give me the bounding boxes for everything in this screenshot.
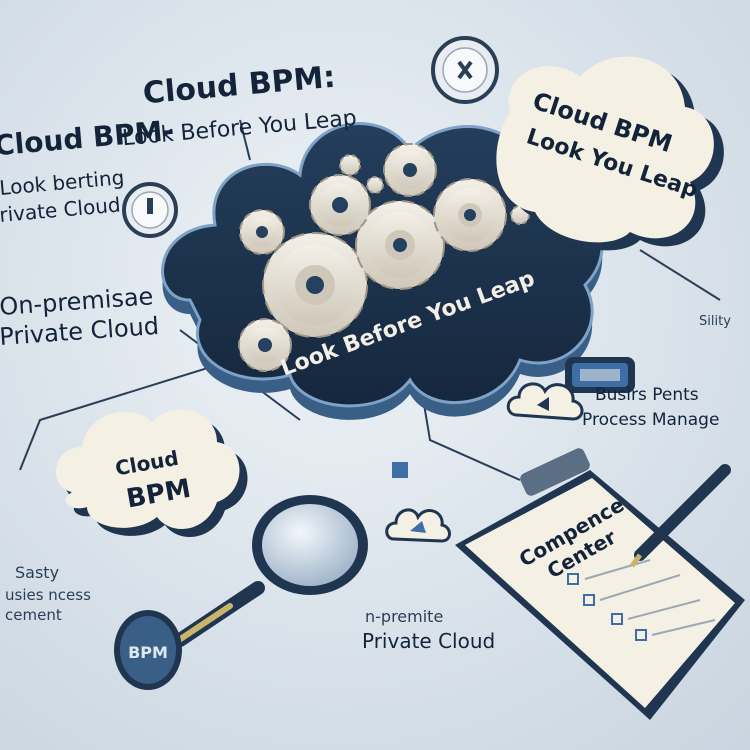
checkbox-icon <box>567 573 579 585</box>
clock-icon <box>431 36 499 104</box>
gear-icon <box>239 209 285 255</box>
right-sility: Sility <box>699 314 731 329</box>
gear-icon <box>355 200 445 290</box>
magnifier-icon <box>167 495 368 649</box>
right-business: Busirs Pents <box>595 385 699 405</box>
checkbox-icon <box>583 594 595 606</box>
gear-icon <box>309 174 371 236</box>
gear-icon <box>238 318 292 372</box>
gear-icon <box>339 154 361 176</box>
left-sasty: Sasty <box>15 563 59 582</box>
badge-cloud <box>496 56 724 251</box>
gear-icon <box>262 232 368 338</box>
cloud-icon <box>506 382 584 421</box>
gear-icon <box>366 176 384 194</box>
left-process: usies ncess <box>5 586 91 604</box>
left-managment: cement <box>5 606 62 624</box>
gear-icon <box>383 143 437 197</box>
checklist <box>567 573 647 641</box>
device-icon <box>565 357 635 393</box>
clipboard-icon <box>455 448 745 720</box>
checkbox-icon <box>635 629 647 641</box>
bottom-private-cloud: Private Cloud <box>362 629 495 653</box>
pen-icon <box>629 464 731 568</box>
right-process: Process Manage <box>582 410 719 430</box>
clock-icon <box>122 182 178 238</box>
cloud-icon <box>385 508 451 543</box>
cloud-icon <box>392 462 408 478</box>
checklist-lines <box>584 559 716 636</box>
bottom-on-premise: n-premite <box>365 607 443 626</box>
gear-icon <box>433 178 507 252</box>
small-cloud <box>55 409 248 537</box>
bpm-coin-label: BPM <box>128 643 168 662</box>
coin-icon <box>114 610 182 690</box>
checkbox-icon <box>611 613 623 625</box>
